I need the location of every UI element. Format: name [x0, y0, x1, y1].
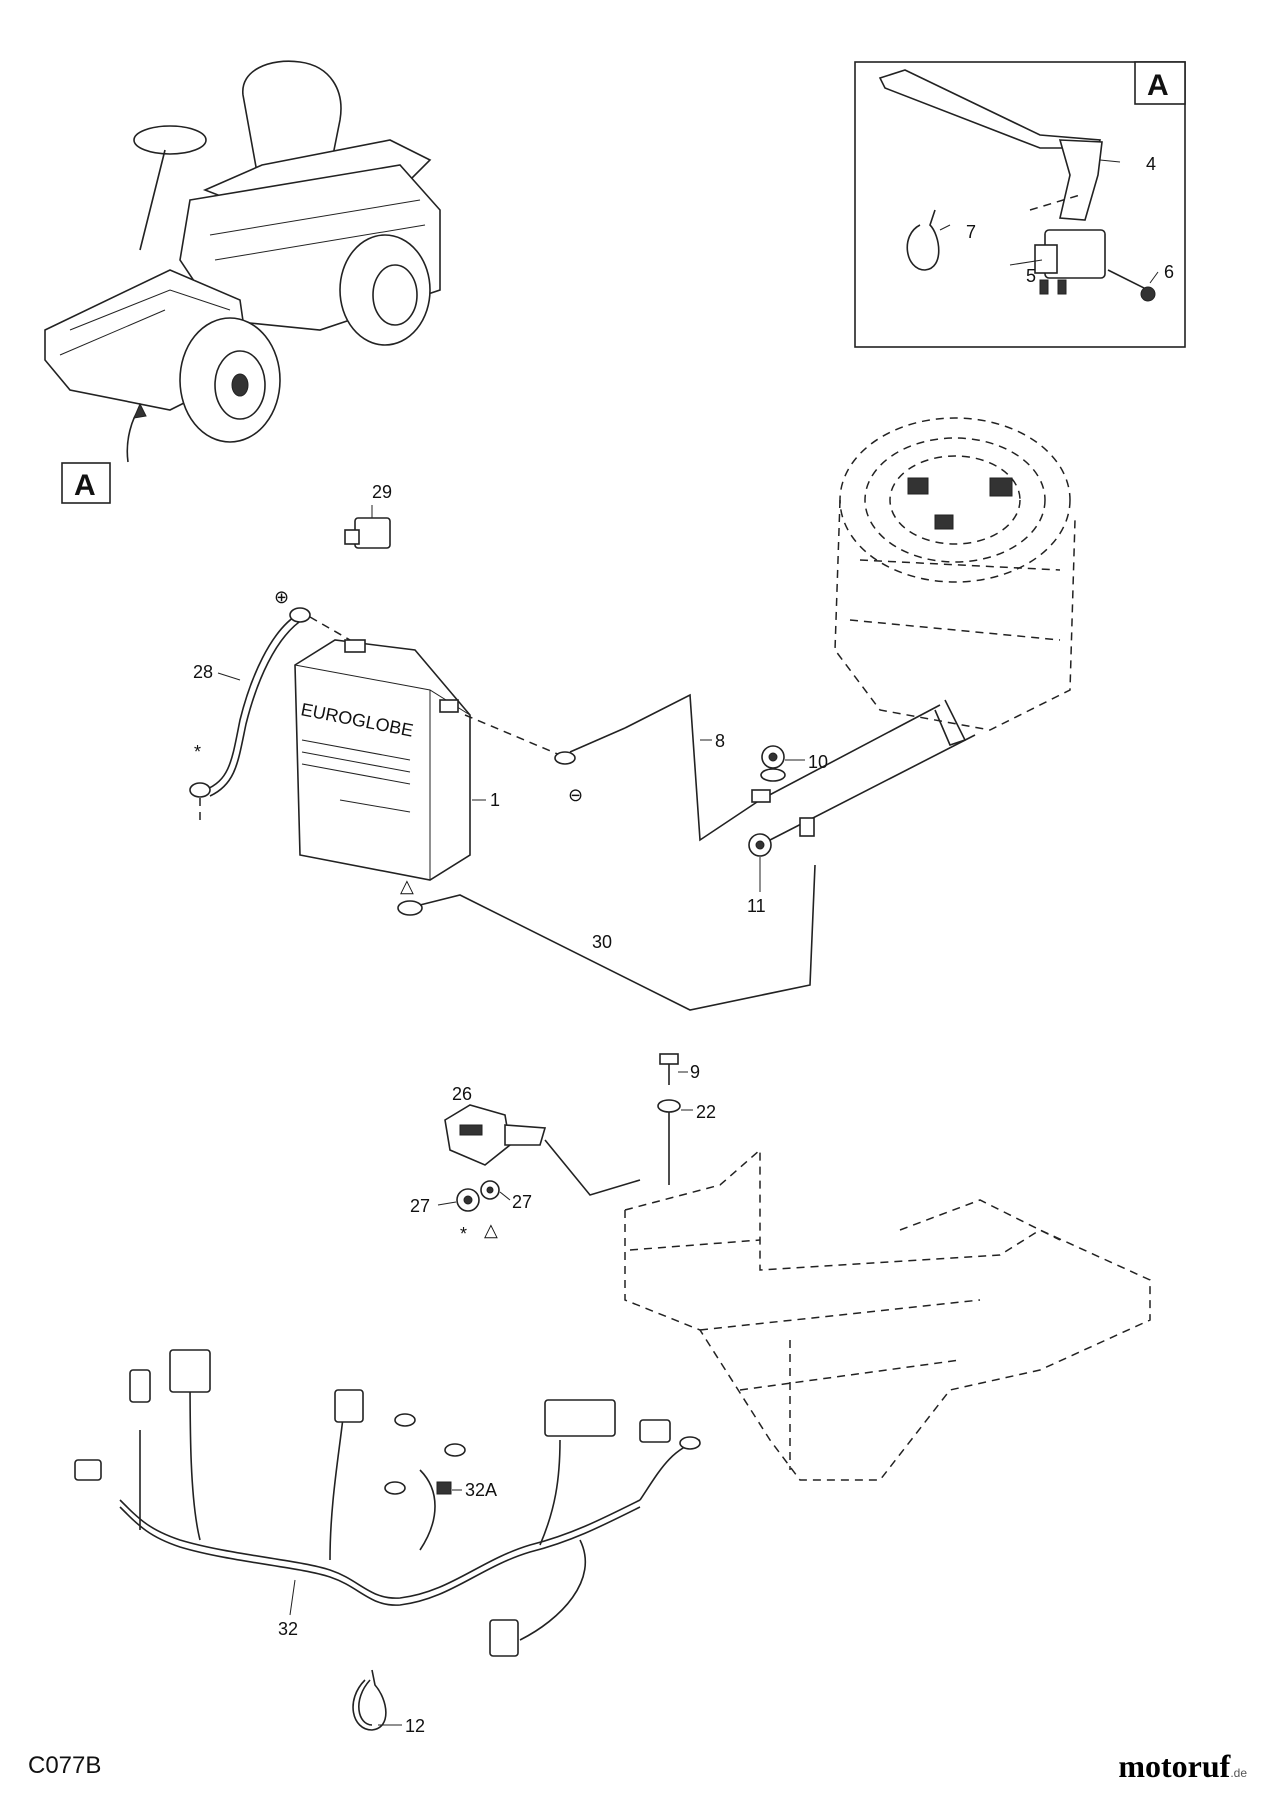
star-symbol-1: *	[194, 742, 201, 762]
detail-box-a: A	[854, 61, 1186, 348]
triangle-symbol-1: △	[400, 876, 414, 896]
positive-terminal-symbol: ⊕	[274, 587, 289, 607]
mower-overview: A	[44, 60, 441, 504]
watermark-text: motoruf	[1118, 1748, 1231, 1784]
label-part-27-left: 27	[410, 1196, 430, 1216]
triangle-symbol-2: △	[484, 1220, 498, 1240]
label-part-4: 4	[1146, 154, 1156, 174]
nut-10	[760, 745, 786, 782]
cable-tie-12	[352, 1669, 387, 1731]
label-part-27-right: 27	[512, 1192, 532, 1212]
label-part-26: 26	[452, 1084, 472, 1104]
cable-30	[397, 864, 816, 1011]
detail-box-a-label: A	[1147, 69, 1169, 102]
callout-a-label: A	[74, 469, 96, 502]
chassis-outline	[624, 1148, 1151, 1481]
label-part-10: 10	[808, 752, 828, 772]
bolt-9	[659, 1053, 679, 1085]
wiring-harness-32	[74, 1349, 701, 1657]
cable-28	[189, 607, 351, 820]
star-symbol-2: *	[460, 1224, 467, 1244]
label-part-12: 12	[405, 1716, 425, 1736]
label-part-22: 22	[696, 1102, 716, 1122]
label-part-5: 5	[1026, 266, 1036, 286]
label-part-32a: 32A	[465, 1480, 497, 1500]
label-part-8: 8	[715, 731, 725, 751]
watermark-logo: motoruf.de	[1118, 1748, 1247, 1785]
label-part-11: 11	[747, 896, 766, 916]
nut-27-right	[480, 1180, 500, 1200]
label-part-1: 1	[490, 790, 500, 810]
label-part-9: 9	[690, 1062, 700, 1082]
label-part-7: 7	[966, 222, 976, 242]
cable-8	[464, 693, 941, 842]
nut-27-left	[456, 1188, 480, 1212]
label-part-29: 29	[372, 482, 392, 502]
label-part-6: 6	[1164, 262, 1174, 282]
part-29-connector	[344, 505, 391, 549]
engine-outline	[834, 417, 1076, 746]
negative-terminal-symbol: ⊖	[568, 785, 583, 805]
washer-22	[657, 1099, 681, 1185]
switch-26	[444, 1104, 641, 1196]
battery: EUROGLOBE	[294, 639, 471, 881]
label-part-32: 32	[278, 1619, 298, 1639]
drawing-code: C077B	[28, 1752, 102, 1779]
watermark-tld: .de	[1230, 1766, 1247, 1780]
nut-11	[748, 734, 976, 857]
label-part-30: 30	[592, 932, 612, 952]
part-labels: 1 4 5 6 7 8 9 10 11 12 22 26 27 27 28 29…	[193, 154, 1174, 1736]
label-part-28: 28	[193, 662, 213, 682]
symbols: ⊕ ⊖ * △ * △	[194, 587, 583, 1244]
